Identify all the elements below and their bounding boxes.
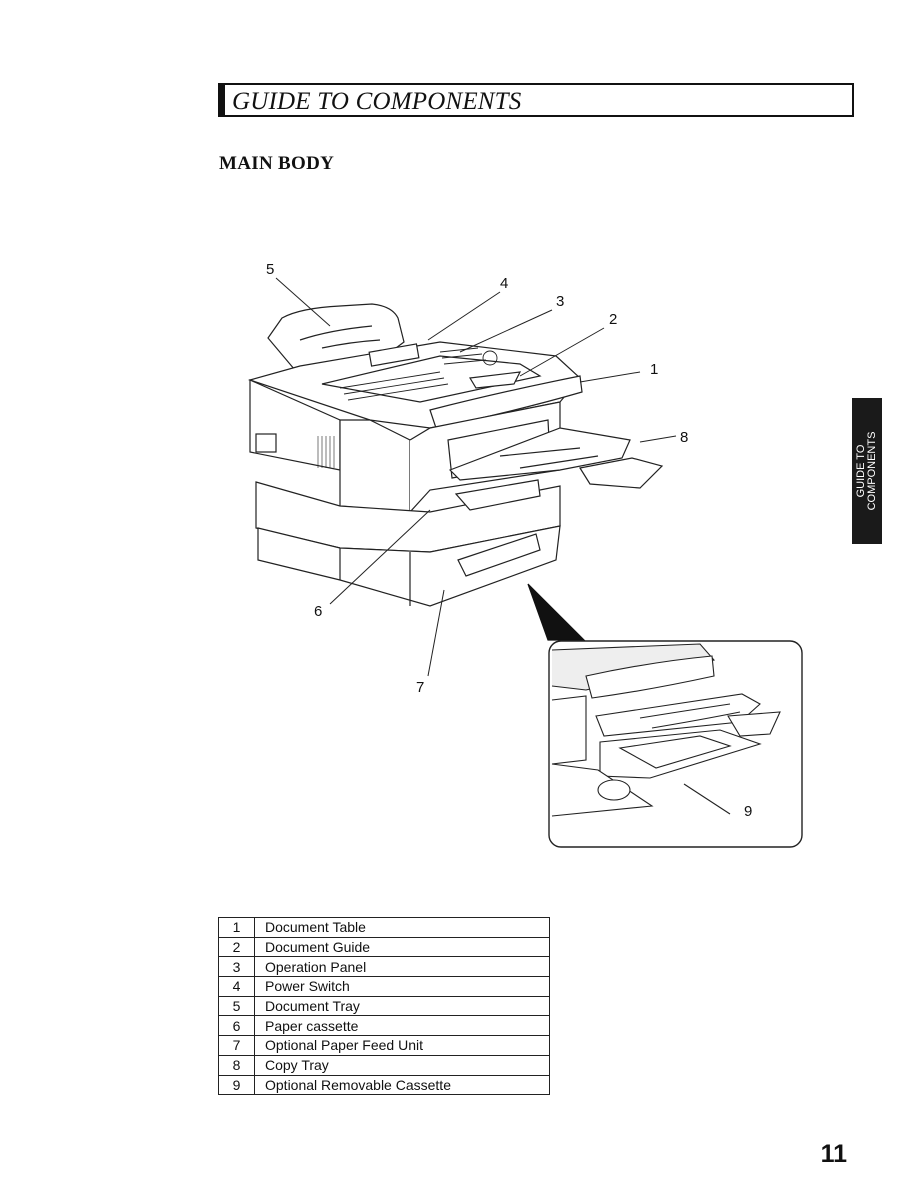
part-name: Power Switch (254, 976, 550, 997)
part-name: Optional Paper Feed Unit (254, 1035, 550, 1056)
chapter-side-tab: GUIDE TO COMPONENTS (852, 398, 882, 544)
part-name: Paper cassette (254, 1015, 550, 1037)
part-number: 9 (218, 1074, 255, 1096)
callout-9: 9 (744, 803, 753, 820)
part-number: 8 (218, 1054, 255, 1076)
section-title: MAIN BODY (219, 153, 335, 174)
header-accent-bar (220, 85, 225, 115)
page-number: 11 (820, 1140, 847, 1168)
callout-6: 6 (314, 603, 323, 620)
part-name: Document Guide (254, 936, 550, 958)
part-number: 2 (218, 936, 255, 958)
part-number: 4 (218, 976, 255, 997)
section-header-box: GUIDE TO COMPONENTS (218, 83, 854, 117)
part-number: 1 (218, 917, 255, 938)
part-number: 6 (218, 1015, 255, 1037)
callout-7: 7 (416, 679, 425, 696)
part-number: 3 (218, 956, 255, 978)
part-name: Document Table (254, 917, 550, 938)
callout-1: 1 (650, 361, 659, 378)
part-number: 7 (218, 1035, 255, 1056)
callout-4: 4 (500, 275, 509, 292)
part-name: Copy Tray (254, 1054, 550, 1076)
part-name: Operation Panel (254, 956, 550, 978)
part-name: Document Tray (254, 995, 550, 1017)
callout-5: 5 (266, 261, 275, 278)
part-name: Optional Removable Cassette (254, 1074, 550, 1096)
callout-3: 3 (556, 293, 565, 310)
page-title: GUIDE TO COMPONENTS (232, 88, 522, 115)
callout-8: 8 (680, 429, 689, 446)
callout-2: 2 (609, 311, 618, 328)
part-number: 5 (218, 995, 255, 1017)
